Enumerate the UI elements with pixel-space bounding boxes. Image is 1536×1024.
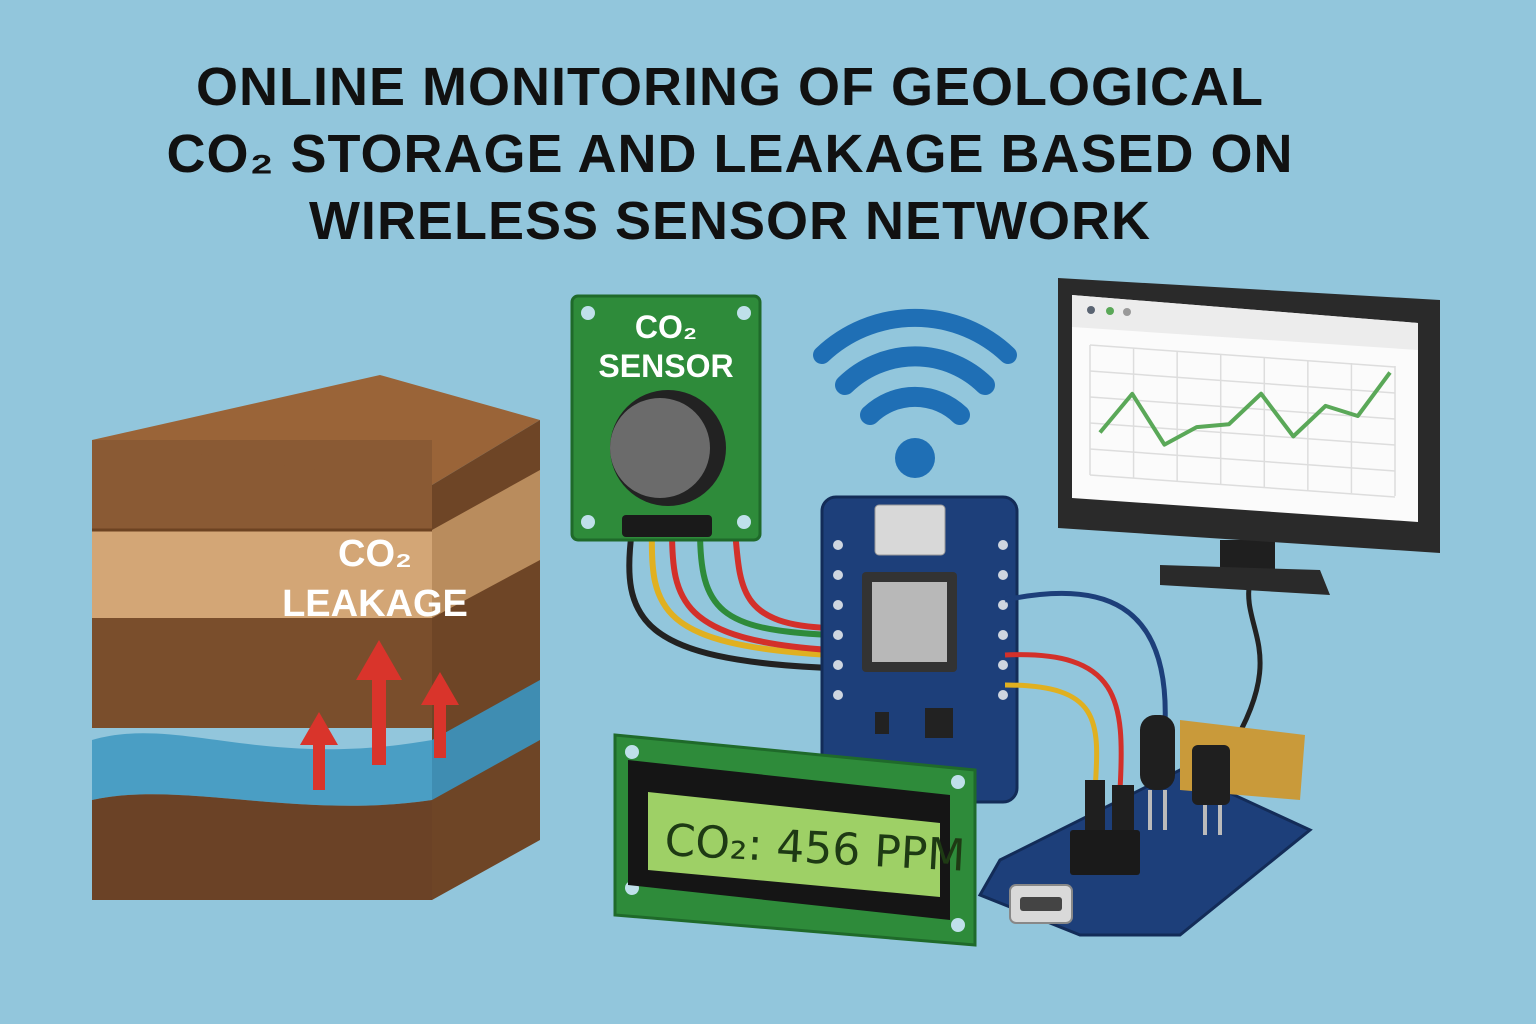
grid-line [1089, 370, 1396, 394]
grid-line [1089, 474, 1396, 498]
wifi-icon [813, 308, 1017, 478]
leakage-label: LEAKAGE [282, 583, 468, 625]
grid-line [1089, 422, 1396, 446]
sensor-wires [626, 529, 831, 671]
leakage-label-co2: CO₂ [338, 533, 412, 575]
grid-line [1089, 396, 1396, 420]
co2-sensor-board: CO₂ SENSOR [570, 294, 762, 542]
title-line-1: ONLINE MONITORING OF GEOLOGICAL [196, 57, 1264, 117]
microcontroller-board [820, 495, 1019, 804]
grid-line [1089, 344, 1396, 368]
sensor-label-co2: CO₂ [635, 309, 697, 345]
grid-line [1089, 448, 1396, 472]
co2-leak-arrow-icon [300, 640, 459, 790]
soil-block: CO₂ LEAKAGE [92, 375, 540, 900]
sensor-label: SENSOR [598, 348, 733, 384]
interface-board [977, 715, 1313, 937]
trend-line [1098, 371, 1392, 447]
title-line-2: CO₂ STORAGE AND LEAKAGE BASED ON [166, 124, 1294, 184]
board-wires [1004, 579, 1263, 791]
lcd-display: CO₂: 456 PPM [613, 733, 977, 947]
title-line-3: WIRELESS SENSOR NETWORK [308, 191, 1152, 251]
monitor [1058, 278, 1440, 595]
